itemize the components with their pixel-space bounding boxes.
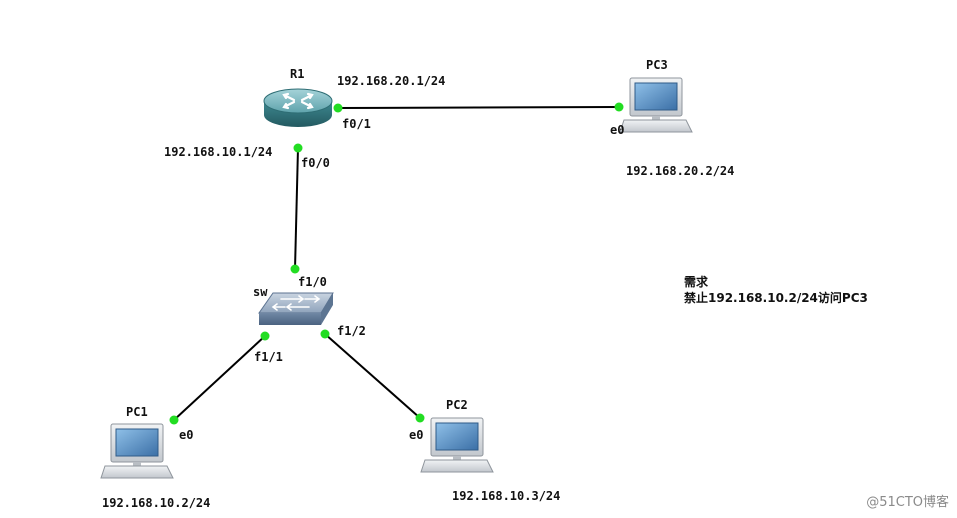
interface-label-r1-f01: f0/1 (342, 117, 371, 131)
interface-label-pc1-e0: e0 (179, 428, 194, 442)
port-dot-pc2-e0[interactable] (415, 413, 425, 423)
interface-label-r1-f00: f0/0 (301, 156, 330, 170)
link-r1-pc3[interactable] (337, 106, 620, 109)
ip-label-pc2: 192.168.10.3/24 (452, 489, 561, 503)
watermark: @51CTO博客 (866, 495, 949, 510)
interface-label-sw-f10: f1/0 (298, 275, 327, 289)
links (173, 106, 620, 421)
device-label-pc1: PC1 (126, 405, 148, 419)
interface-label-pc3-e0: e0 (610, 123, 625, 137)
port-dot-r1-f00[interactable] (293, 143, 303, 153)
requirement-note: 需求 禁止192.168.10.2/24访问PC3 (684, 274, 868, 306)
device-label-r1: R1 (290, 67, 305, 81)
ip-label-r1-f01: 192.168.20.1/24 (337, 74, 446, 88)
link-r1-sw[interactable] (294, 147, 299, 270)
requirement-text: 禁止192.168.10.2/24访问PC3 (684, 291, 868, 305)
port-dot-r1-f01[interactable] (333, 103, 343, 113)
interface-label-pc2-e0: e0 (409, 428, 424, 442)
pc2-computer-icon[interactable] (420, 417, 494, 473)
port-dot-sw-f10[interactable] (290, 264, 300, 274)
ip-label-r1-f00: 192.168.10.1/24 (164, 145, 273, 159)
pc1-computer-icon[interactable] (100, 423, 174, 479)
port-dot-pc3-e0[interactable] (614, 102, 624, 112)
port-dot-pc1-e0[interactable] (169, 415, 179, 425)
router-r1-icon[interactable] (263, 88, 333, 127)
device-label-pc2: PC2 (446, 398, 468, 412)
ip-label-pc3: 192.168.20.2/24 (626, 164, 735, 178)
switch-sw-icon[interactable] (258, 292, 334, 325)
port-dot-sw-f11[interactable] (260, 331, 270, 341)
port-dots (169, 102, 624, 425)
requirement-title: 需求 (684, 275, 709, 289)
ip-label-pc1: 192.168.10.2/24 (102, 496, 211, 510)
interface-label-sw-f12: f1/2 (337, 324, 366, 338)
pc3-computer-icon[interactable] (619, 77, 693, 133)
device-label-sw: sw (253, 285, 268, 299)
interface-label-sw-f11: f1/1 (254, 350, 283, 364)
device-label-pc3: PC3 (646, 58, 668, 72)
link-sw-pc2[interactable] (324, 333, 421, 419)
link-sw-pc1[interactable] (173, 335, 266, 421)
port-dot-sw-f12[interactable] (320, 329, 330, 339)
